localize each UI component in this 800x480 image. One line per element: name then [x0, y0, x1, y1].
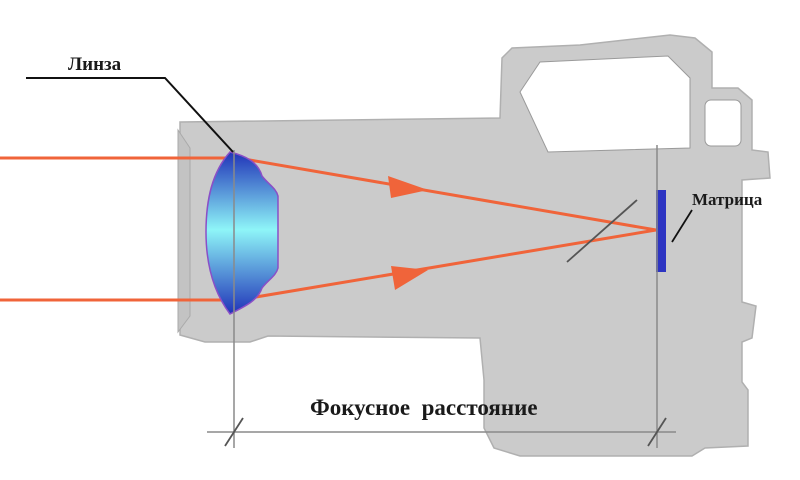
dimension-tick-right	[647, 417, 667, 447]
sensor-label: Матрица	[692, 190, 763, 209]
eyepiece-window-icon	[704, 99, 742, 147]
light-rays	[0, 156, 658, 302]
lens-icon	[205, 151, 279, 315]
refracted-ray-top	[236, 156, 658, 232]
focal-length-label: Фокусное расстояние	[310, 395, 538, 420]
arrow-icon-top	[388, 176, 428, 198]
viewfinder-window-icon	[519, 55, 691, 153]
sensor-leader-line	[671, 209, 693, 243]
lens-leader-line	[26, 77, 234, 153]
refracted-ray-bottom	[236, 228, 658, 302]
lens-label: Линза	[68, 54, 122, 75]
sensor-icon	[656, 190, 666, 272]
dimension-tick-left	[224, 417, 244, 447]
mirror-icon	[566, 199, 638, 263]
lens-barrel-icon	[177, 128, 191, 334]
arrow-icon-bottom	[391, 266, 428, 290]
